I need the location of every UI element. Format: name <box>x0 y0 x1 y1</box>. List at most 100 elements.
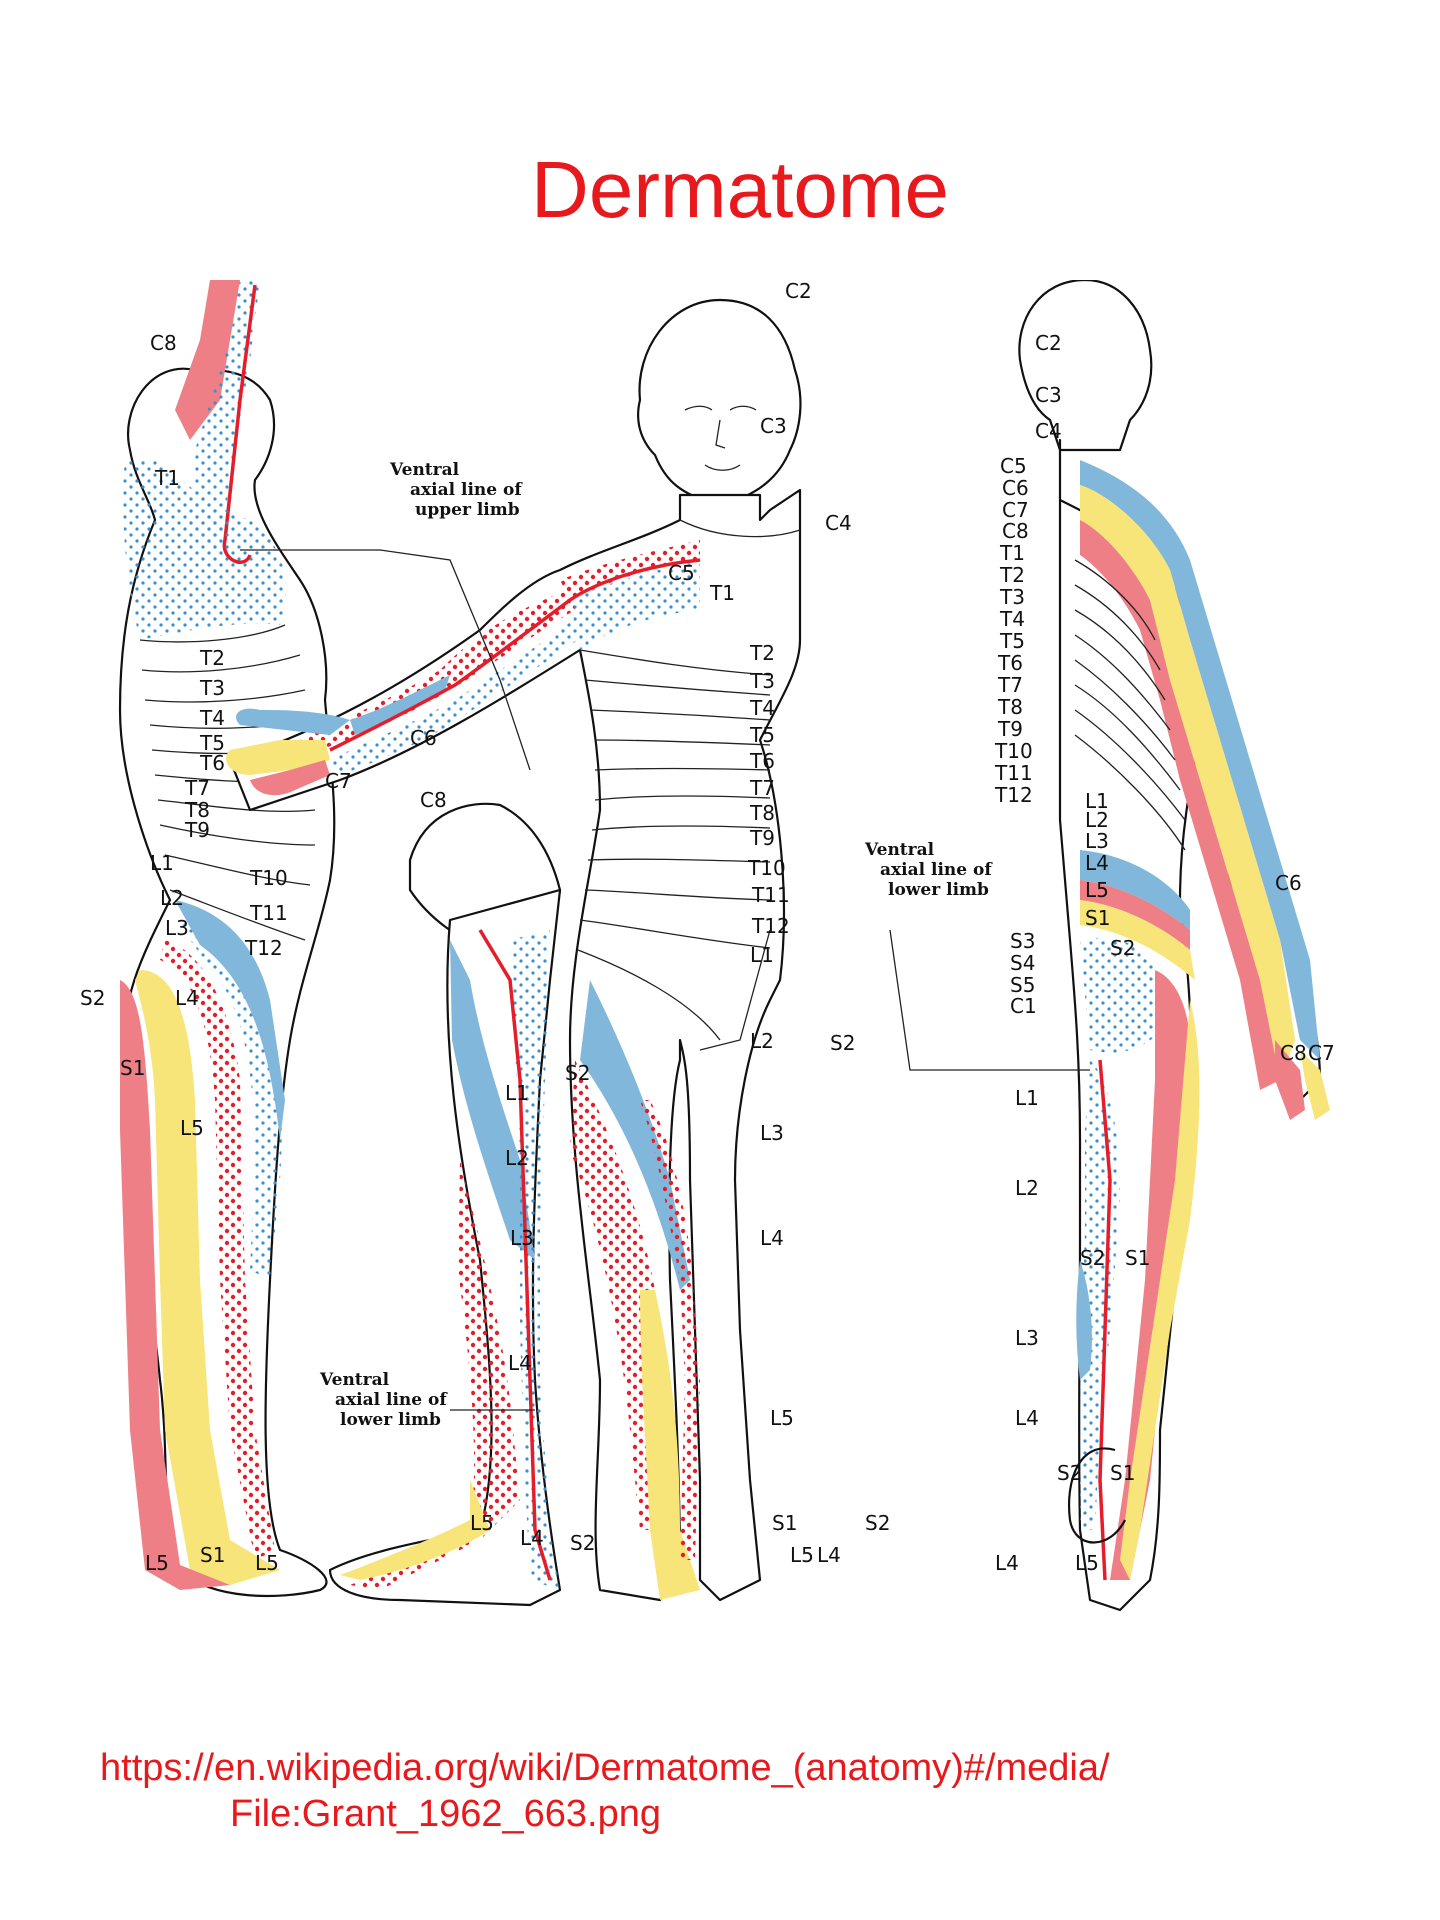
side-label-t9: T9 <box>184 818 210 842</box>
side-label-t11: T11 <box>249 901 288 925</box>
note-lower-limb-front-line-2: axial line of <box>335 1390 448 1410</box>
front-leg-l5 <box>640 1290 700 1600</box>
side-label-t8: T8 <box>184 798 210 822</box>
back-c7-band <box>1080 485 1295 1080</box>
back-label-l2: L2 <box>1015 1176 1039 1200</box>
front-label-t5: T5 <box>749 723 775 747</box>
side-label-t7: T7 <box>184 776 210 800</box>
back-label-c7: C7 <box>1308 1041 1335 1065</box>
dermatome-illustration: C8T1T2T3T4T5T6T7T8T9L1L2L3T10T11T12S2L4S… <box>80 280 1335 1612</box>
back-label-c4: C4 <box>1035 419 1062 443</box>
side-label-t6: T6 <box>199 751 225 775</box>
note-lower-limb-front-line-3: lower limb <box>340 1410 441 1430</box>
back-hand-c8 <box>1275 1040 1305 1120</box>
back-label-l1: L1 <box>1085 789 1109 813</box>
back-label-c7: C7 <box>1002 498 1029 522</box>
leg-label-l4: L4 <box>520 1526 544 1550</box>
arm-c6-band <box>350 675 450 735</box>
medial-l5-band <box>340 1480 490 1580</box>
front-label-l4: L4 <box>817 1543 841 1567</box>
back-label-s2: S2 <box>1110 936 1135 960</box>
arm-t1-dots <box>570 560 700 650</box>
side-leg-s1-band <box>120 980 230 1590</box>
back-label-t6: T6 <box>997 651 1023 675</box>
front-label-t11: T11 <box>751 883 790 907</box>
back-label-s2: S2 <box>1080 1246 1105 1270</box>
hand-c8 <box>250 760 330 796</box>
leg-label-l2: L2 <box>505 1146 529 1170</box>
leg-label-s2: S2 <box>565 1061 590 1085</box>
back-label-l4: L4 <box>1015 1406 1039 1430</box>
note-lower-limb-mid-line-1: Ventral <box>864 840 935 860</box>
back-label-l4: L4 <box>1085 851 1109 875</box>
front-label-t12: T12 <box>751 914 790 938</box>
side-label-l3: L3 <box>165 916 189 940</box>
side-label-s1: S1 <box>200 1543 225 1567</box>
note-upper-limb-line-2: axial line of <box>410 480 523 500</box>
back-label-l1: L1 <box>1015 1086 1039 1110</box>
side-label-l5: L5 <box>145 1551 169 1575</box>
note-pointers <box>240 549 1090 1411</box>
front-trunk-lines <box>577 649 771 1041</box>
back-heel <box>1068 1447 1126 1544</box>
arm-label-c7: C7 <box>325 769 352 793</box>
back-trunk-lines <box>1074 559 1186 851</box>
leg-label-l1: L1 <box>505 1081 529 1105</box>
back-l3-band <box>1080 880 1190 950</box>
note-upper-limb-line-3: upper limb <box>415 500 520 520</box>
back-label-t12: T12 <box>994 783 1033 807</box>
back-l5-band <box>1120 1000 1200 1580</box>
side-view-figure <box>118 280 336 1598</box>
back-label-l3: L3 <box>1085 829 1109 853</box>
front-leg-l4-dots <box>570 1060 660 1530</box>
back-label-t9: T9 <box>997 717 1023 741</box>
side-trunk-t1-dots <box>123 460 286 640</box>
side-label-t10: T10 <box>249 866 288 890</box>
front-label-c4: C4 <box>825 511 852 535</box>
side-label-t12: T12 <box>244 936 283 960</box>
side-label-t1: T1 <box>154 466 180 490</box>
side-label-t2: T2 <box>199 646 225 670</box>
back-label-t7: T7 <box>997 673 1023 697</box>
front-label-s2: S2 <box>865 1511 890 1535</box>
back-label-c8: C8 <box>1002 519 1029 543</box>
back-label-c3: C3 <box>1035 383 1062 407</box>
side-arm-c8-band <box>175 280 240 440</box>
side-label-t5: T5 <box>199 731 225 755</box>
front-label-t8: T8 <box>749 801 775 825</box>
side-leg-l3-band <box>175 900 285 1140</box>
back-label-t2: T2 <box>999 563 1025 587</box>
source-url-line-2: File:Grant_1962_663.png <box>230 1793 661 1835</box>
note-lower-limb-mid-line-3: lower limb <box>888 880 989 900</box>
note-lower-limb-mid-line-2: axial line of <box>880 860 993 880</box>
hand-c6 <box>236 708 350 735</box>
side-label-s2: S2 <box>80 986 105 1010</box>
back-label-t11: T11 <box>994 761 1033 785</box>
arm-label-c5: C5 <box>668 561 695 585</box>
back-label-l4: L4 <box>995 1551 1019 1575</box>
source-url-line-1: https://en.wikipedia.org/wiki/Dermatome_… <box>100 1747 1110 1789</box>
front-label-t9: T9 <box>749 826 775 850</box>
front-label-l1: L1 <box>750 943 774 967</box>
front-label-t7: T7 <box>749 776 775 800</box>
side-label-s1: S1 <box>120 1056 145 1080</box>
back-label-c5: C5 <box>1000 454 1027 478</box>
leg-label-l4: L4 <box>508 1351 532 1375</box>
front-label-t4: T4 <box>749 696 775 720</box>
side-label-c8: C8 <box>150 331 177 355</box>
front-label-l2: L2 <box>750 1029 774 1053</box>
side-label-l1: L1 <box>150 851 174 875</box>
back-label-c6: C6 <box>1002 476 1029 500</box>
front-label-l5: L5 <box>770 1406 794 1430</box>
front-label-l4: L4 <box>760 1226 784 1250</box>
back-label-s2: S2 <box>1057 1461 1082 1485</box>
back-s1-band <box>1110 970 1191 1580</box>
medial-l4-dots <box>350 1160 520 1590</box>
arm-label-t1: T1 <box>709 581 735 605</box>
note-upper-limb-line-1: Ventral <box>389 460 460 480</box>
back-l2-band <box>1080 850 1190 930</box>
arm-axial-line <box>329 558 701 752</box>
leg-label-l3: L3 <box>510 1226 534 1250</box>
